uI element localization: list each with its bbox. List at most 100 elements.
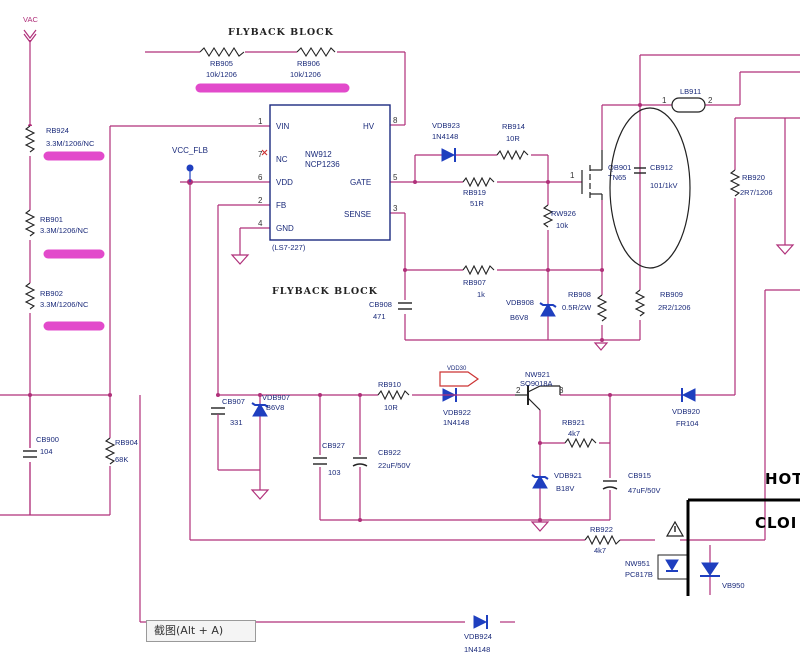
resistor-rb908: RB908 0.5R/2W	[562, 290, 608, 325]
zener-vdb907: VDB907 B6V8	[251, 393, 290, 417]
zener-vdb921: VDB921 B18V	[531, 471, 582, 493]
ic-part: NCP1236	[305, 160, 340, 169]
vdb908-ref: VDB908	[506, 298, 534, 307]
capacitor-cb912: CB912 101/1kV	[634, 163, 678, 190]
rb910-ref: RB910	[378, 380, 401, 389]
ic-pin-sense: SENSE	[344, 210, 371, 219]
diode-vdb923: VDB923 1N4148	[432, 121, 460, 162]
vcc-flb-net: VCC_FLB	[172, 146, 208, 182]
vdb923-val: 1N4148	[432, 132, 458, 141]
rw926-ref: RW926	[551, 209, 576, 218]
vdb920-val: FR104	[676, 419, 699, 428]
nw951-ref: NW951	[625, 559, 650, 568]
rb922-val: 4k7	[594, 546, 606, 555]
resistor-rb924: RB924 3.3M/1206/NC	[24, 125, 95, 156]
ic-pin-fb: FB	[276, 201, 286, 210]
capacitor-cb900: CB900 104	[23, 435, 59, 462]
rb904-ref: RB904	[115, 438, 138, 447]
vdb923-ref: VDB923	[432, 121, 460, 130]
ic-pin-vin: VIN	[276, 122, 290, 131]
hot-label: HOT	[765, 470, 800, 488]
junction-dots	[28, 103, 642, 522]
cb927-ref: CB927	[322, 441, 345, 450]
qb901-pin1: 1	[570, 171, 575, 180]
resistor-rb922: RB922 4k7	[584, 525, 621, 555]
vdb907-ref: VDB907	[262, 393, 290, 402]
cb922-ref: CB922	[378, 448, 401, 457]
resistor-rb920: RB920 2R7/1206	[729, 169, 773, 198]
rw926-val: 10k	[556, 221, 568, 230]
vdb920-ref: VDB920	[672, 407, 700, 416]
capacitor-cb907: CB907 331	[211, 397, 260, 471]
ic-pin-gate: GATE	[350, 178, 371, 187]
vdb924-ref: VDB924	[464, 632, 492, 641]
blank-corner	[595, 596, 800, 672]
nw951-val: PC817B	[625, 570, 653, 579]
nw921-val: SO9018A	[520, 379, 553, 388]
rb914-ref: RB914	[502, 122, 525, 131]
vcc-flb-label: VCC_FLB	[172, 146, 208, 155]
rb904-val: 68K	[115, 455, 128, 464]
cb908-ref: CB908	[369, 300, 392, 309]
vdb907-val: B6V8	[266, 403, 284, 412]
pink-highlights	[43, 83, 350, 331]
rb920-ref: RB920	[742, 173, 765, 182]
annotation-ellipse	[609, 107, 691, 269]
cb900-ref: CB900	[36, 435, 59, 444]
cb915-val: 47uF/50V	[628, 486, 661, 495]
rb902-val: 3.3M/1206/NC	[40, 300, 89, 309]
resistor-rb901: RB901 3.3M/1206/NC	[24, 209, 89, 240]
cb922-val: 22uF/50V	[378, 461, 411, 470]
rb901-ref: RB901	[40, 215, 63, 224]
rb909-val: 2R2/1206	[658, 303, 691, 312]
ic-pin-6: 6	[258, 173, 263, 182]
resistor-rb907: RB907 1k	[462, 264, 497, 299]
resistor-rb905: RB905 10k/1206	[199, 46, 245, 79]
nw921-ref: NW921	[525, 370, 550, 379]
cb908-val: 471	[373, 312, 386, 321]
vac-net-marker: VAC	[23, 15, 38, 43]
vdb908-val: B6V8	[510, 313, 528, 322]
cb927-val: 103	[328, 468, 341, 477]
mosfet-qb901: QB901 TN65 1	[570, 150, 631, 200]
nw921-pin3: 3	[559, 386, 564, 395]
rb909-ref: RB909	[660, 290, 683, 299]
warning-triangle-icon	[665, 520, 685, 537]
vdb921-val: B18V	[556, 484, 574, 493]
rb919-val: 51R	[470, 199, 484, 208]
cb912-val: 101/1kV	[650, 181, 678, 190]
flyback-title-mid: FLYBACK BLOCK	[272, 286, 378, 297]
ic-pin-nc: NC	[276, 155, 288, 164]
rb908-val: 0.5R/2W	[562, 303, 592, 312]
capacitor-cb915: CB915 47uF/50V	[602, 471, 661, 495]
rb924-val: 3.3M/1206/NC	[46, 139, 95, 148]
diode-vdb920: VDB920 FR104	[672, 388, 700, 428]
resistor-rb921: RB921 4k7	[562, 418, 599, 449]
rb906-ref: RB906	[297, 59, 320, 68]
lb911-ref: LB911	[680, 87, 701, 96]
cb907-val: 331	[230, 418, 243, 427]
nw921-pin2: 2	[516, 386, 521, 395]
vdd30-marker: VDD30	[439, 366, 480, 387]
rb908-ref: RB908	[568, 290, 591, 299]
screenshot-tool-tooltip: 截图(Alt + A)	[146, 620, 256, 642]
rb907-val: 1k	[477, 290, 485, 299]
cb907-ref: CB907	[222, 397, 245, 406]
lb911-pin2: 2	[708, 96, 713, 105]
rb919-ref: RB919	[463, 188, 486, 197]
cb900-val: 104	[40, 447, 53, 456]
transistor-nw921: NW921 SO9018A 2 3	[515, 370, 564, 411]
vdd30-ref: VDD30	[447, 366, 467, 372]
rb902-ref: RB902	[40, 289, 63, 298]
ic-pin-4: 4	[258, 219, 263, 228]
ic-nw912: 1 VIN 7 NC 6 VDD 2 FB 4 GND 8 HV 5 GATE …	[258, 104, 398, 252]
capacitor-cb927: CB927 103	[313, 441, 345, 477]
cold-label: CLOI	[755, 514, 797, 532]
diode-vdb922: VDB922 1N4148	[435, 388, 475, 427]
resistor-rw926: RW926 10k	[542, 204, 576, 230]
flyback-title-top: FLYBACK BLOCK	[228, 27, 334, 38]
optocoupler-nw951: NW951 PC817B	[625, 554, 689, 580]
rb906-val: 10k/1206	[290, 70, 321, 79]
rb905-ref: RB905	[210, 59, 233, 68]
